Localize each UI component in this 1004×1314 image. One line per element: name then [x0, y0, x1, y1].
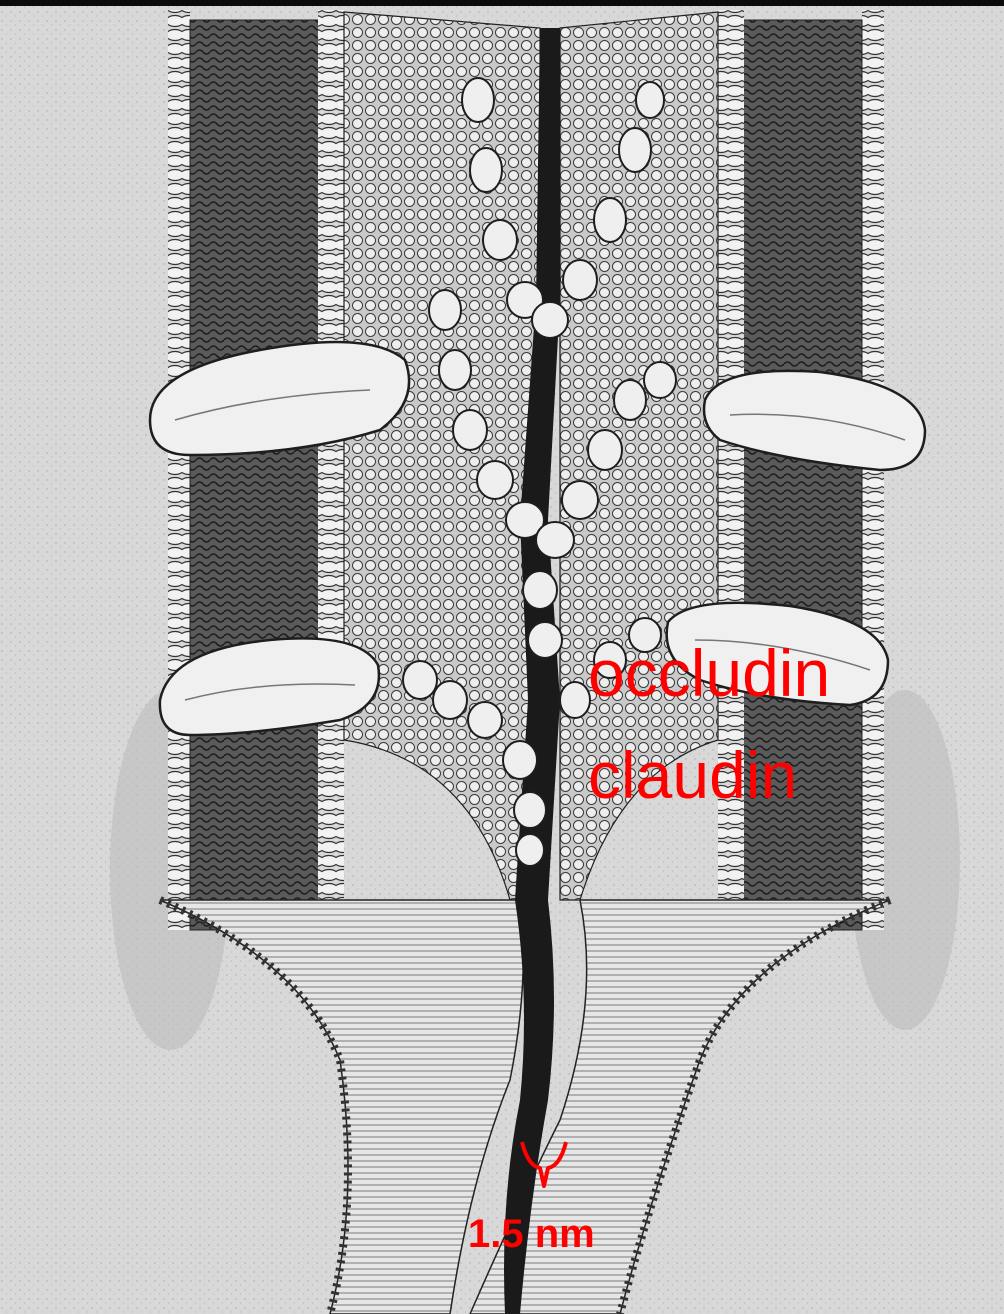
left-outer-headgroups	[168, 10, 190, 930]
left-inner-headgroups	[318, 10, 344, 930]
gap-width-label: 1.5 nm	[468, 1214, 595, 1254]
occludin-label: occludin	[588, 640, 830, 706]
claudin-label: claudin	[588, 742, 797, 808]
left-lipid-tails	[190, 20, 338, 930]
